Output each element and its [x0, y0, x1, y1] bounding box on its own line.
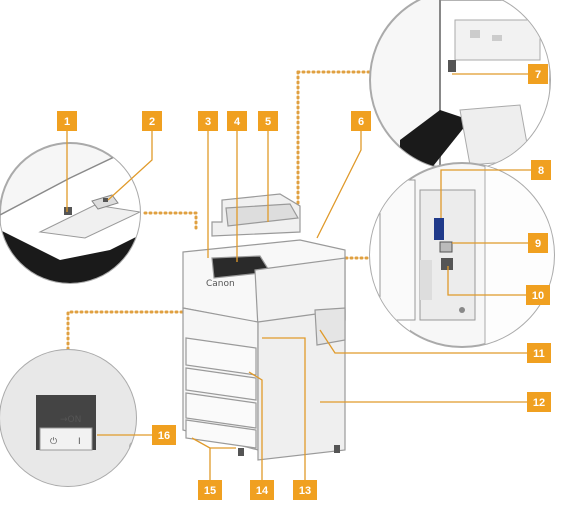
svg-text:13: 13	[299, 485, 311, 497]
callout-16: 16	[152, 425, 176, 445]
callout-7: 7	[528, 64, 548, 84]
detail-circle-ports	[369, 162, 555, 348]
svg-text:6: 6	[358, 116, 364, 128]
printer-body	[182, 193, 346, 461]
detail-circle-part-7	[369, 0, 551, 171]
svg-text:14: 14	[256, 485, 269, 497]
svg-text:9: 9	[535, 238, 541, 250]
detail-circle-sensors	[0, 142, 141, 284]
callout-2: 2	[142, 111, 162, 131]
callout-12: 12	[527, 392, 551, 412]
switch-on-label: →ON	[60, 415, 81, 425]
svg-text:15: 15	[204, 485, 216, 497]
callout-1: 1	[57, 111, 77, 131]
detail-circle-power-switch: ⏻ I →ON	[0, 349, 137, 487]
callout-14: 14	[250, 480, 274, 500]
leader-lines	[66, 73, 541, 480]
callout-9: 9	[528, 233, 548, 253]
svg-text:4: 4	[234, 116, 241, 128]
svg-text:10: 10	[532, 290, 544, 302]
svg-text:8: 8	[538, 165, 544, 177]
callout-8: 8	[531, 160, 551, 180]
callout-15: 15	[198, 480, 222, 500]
callout-badges: 1 2 3 4 5 6 7 8	[57, 64, 551, 500]
svg-text:12: 12	[533, 397, 545, 409]
callout-6: 6	[351, 111, 371, 131]
svg-text:16: 16	[158, 430, 170, 442]
callout-3: 3	[198, 111, 218, 131]
svg-text:7: 7	[535, 69, 541, 81]
svg-text:3: 3	[205, 116, 211, 128]
svg-text:11: 11	[533, 348, 545, 360]
svg-text:5: 5	[265, 116, 271, 128]
svg-text:2: 2	[149, 116, 155, 128]
brand-label: Canon	[206, 279, 235, 289]
power-on-symbol: I	[78, 437, 81, 447]
power-off-symbol: ⏻	[50, 436, 57, 447]
svg-text:1: 1	[64, 116, 70, 128]
dotted-connectors	[66, 70, 374, 354]
callout-10: 10	[526, 285, 550, 305]
callout-4: 4	[227, 111, 247, 131]
callout-13: 13	[293, 480, 317, 500]
callout-11: 11	[527, 343, 551, 363]
callout-5: 5	[258, 111, 278, 131]
